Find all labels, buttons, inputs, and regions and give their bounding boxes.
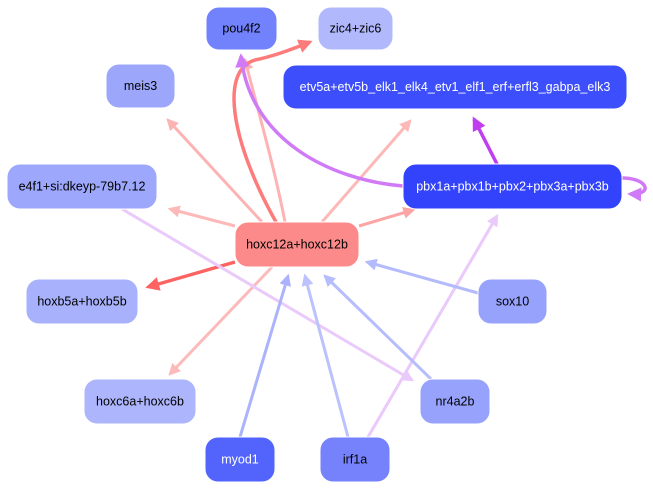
node-box — [204, 436, 276, 483]
node-etv5a[interactable]: etv5a+etv5b_elk1_elk4_etv1_elf1_erf+erfl… — [282, 64, 628, 110]
node-label: irf1a — [343, 453, 367, 467]
edge-hoxc12-to-hoxb5 — [145, 260, 236, 291]
node-label: etv5a+etv5b_elk1_elk4_etv1_elf1_erf+erfl… — [300, 80, 611, 94]
edge-hoxc12-to-hoxc6 — [168, 265, 274, 376]
node-label: sox10 — [496, 295, 529, 309]
edge-myod1-to-hoxc12 — [238, 273, 292, 438]
node-label: meis3 — [124, 79, 157, 93]
node-box — [6, 163, 158, 210]
node-label: pbx1a+pbx1b+pbx2+pbx3a+pbx3b — [416, 180, 609, 194]
node-box — [105, 63, 176, 109]
node-box — [419, 378, 491, 425]
node-label: zic4+zic6 — [330, 22, 382, 36]
node-pou4f2[interactable]: pou4f2 — [205, 6, 278, 51]
edge-nr4a2b-to-hoxc12 — [323, 274, 433, 381]
nodes-layer: pou4f2 zic4+zic6 meis3 etv5a+etv5b_elk1_elk… — [6, 6, 628, 483]
node-label: hoxc12a+hoxc12b — [246, 238, 348, 252]
node-label: e4f1+si:dkeyp-79b7.12 — [19, 180, 146, 194]
node-label: hoxc6a+hoxc6b — [96, 395, 184, 409]
node-label: nr4a2b — [436, 395, 475, 409]
node-nr4a2b[interactable]: nr4a2b — [419, 378, 491, 425]
node-box — [317, 6, 394, 51]
edge-irf1a-to-hoxc12 — [301, 273, 350, 438]
node-sox10[interactable]: sox10 — [477, 278, 548, 325]
node-myod1[interactable]: myod1 — [204, 436, 276, 483]
edge-hoxc12-to-meis3 — [166, 118, 264, 224]
node-box — [234, 221, 360, 268]
node-hoxc12[interactable]: hoxc12a+hoxc12b — [234, 221, 360, 268]
node-meis3[interactable]: meis3 — [105, 63, 176, 109]
node-box — [282, 64, 628, 110]
node-box — [319, 436, 391, 483]
edges-layer — [121, 39, 647, 438]
node-pbx[interactable]: pbx1a+pbx1b+pbx2+pbx3a+pbx3b — [402, 163, 623, 210]
node-label: hoxb5a+hoxb5b — [37, 295, 126, 309]
node-irf1a[interactable]: irf1a — [319, 436, 391, 483]
edge-pbx-to-pou4f2 — [235, 53, 404, 188]
node-box — [402, 163, 623, 210]
node-box — [83, 378, 197, 425]
node-box — [25, 278, 139, 325]
edge-hoxc12-to-pou4f2 — [241, 57, 287, 223]
edge-hoxc12-to-etv5a — [320, 119, 412, 223]
edge-irf1a-to-pbx — [366, 213, 499, 438]
edge-sox10-to-hoxc12 — [364, 258, 479, 295]
node-label: myod1 — [221, 453, 259, 467]
node-zic4_zic6[interactable]: zic4+zic6 — [317, 6, 394, 51]
node-box — [477, 278, 548, 325]
edge-hoxc12-to-pbx — [358, 206, 416, 228]
node-hoxb5[interactable]: hoxb5a+hoxb5b — [25, 278, 139, 325]
edge-e4f1-to-nr4a2b — [121, 207, 415, 382]
node-label: pou4f2 — [222, 22, 260, 36]
node-hoxc6[interactable]: hoxc6a+hoxc6b — [83, 378, 197, 425]
edge-hoxc12-to-e4f1 — [167, 205, 236, 228]
edge-pbx-to-etv5a — [472, 116, 499, 165]
node-box — [205, 6, 278, 51]
edge-hoxc12-to-zic4_zic6 — [232, 39, 313, 223]
node-e4f1[interactable]: e4f1+si:dkeyp-79b7.12 — [6, 163, 158, 210]
edge-pbx-to-pbx — [621, 176, 647, 202]
